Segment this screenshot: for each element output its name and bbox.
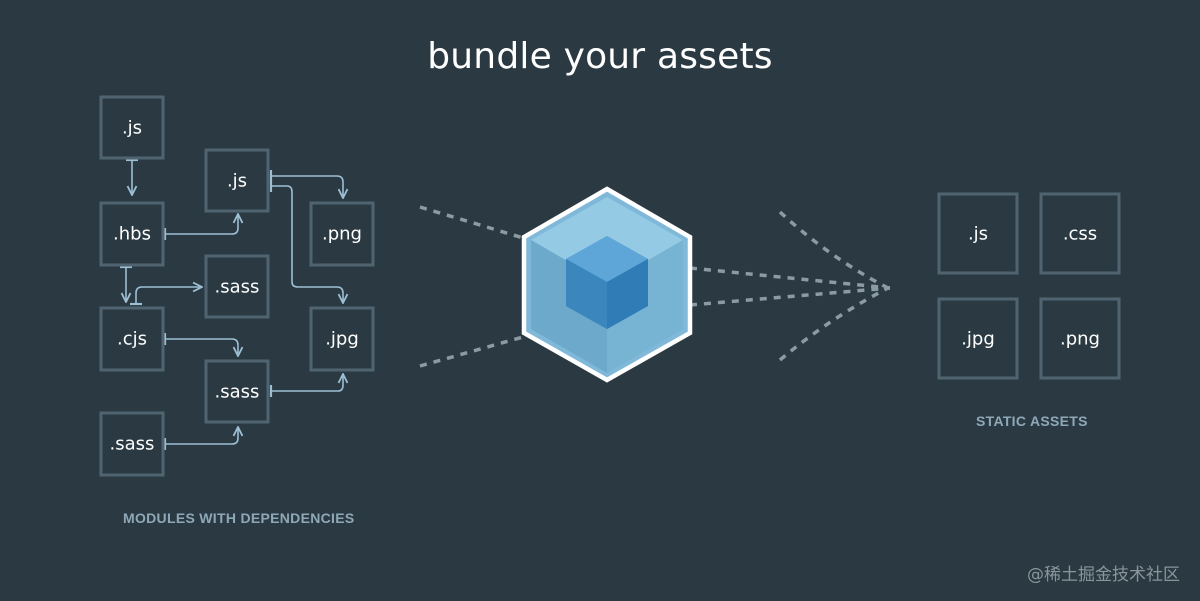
webpack-cube-icon <box>521 186 693 383</box>
module-label: .sass <box>215 277 260 298</box>
arrow-js-to-png <box>271 176 343 198</box>
module-box <box>99 95 165 160</box>
asset-labels: .js .css .jpg .png <box>961 224 1100 350</box>
arrow-cjs-to-sass-2 <box>165 339 238 356</box>
module-box <box>309 306 375 372</box>
module-label: .cjs <box>117 329 147 350</box>
flow-out-2 <box>689 286 891 307</box>
module-box <box>99 411 165 477</box>
asset-box <box>937 297 1019 380</box>
module-box <box>204 359 270 424</box>
flow-curve-top <box>778 210 889 290</box>
module-label: .sass <box>110 434 155 455</box>
module-label: .sass <box>215 382 260 403</box>
module-box <box>99 306 165 372</box>
arrow-sass-to-sass <box>165 427 238 444</box>
asset-label: .js <box>968 224 988 245</box>
module-box <box>309 201 375 267</box>
dependency-arrows <box>126 160 343 444</box>
arrow-sass-to-jpg <box>271 374 343 391</box>
asset-label: .css <box>1063 224 1097 245</box>
asset-box <box>1039 192 1121 275</box>
module-box <box>99 201 165 267</box>
module-label: .png <box>322 224 362 245</box>
flow-in-top <box>419 205 531 242</box>
module-label: .js <box>122 118 142 139</box>
arrow-cjs-to-sass <box>136 287 202 304</box>
module-label: .jpg <box>325 329 359 350</box>
arrow-hbs-to-js <box>165 214 238 234</box>
module-label: .js <box>227 171 247 192</box>
watermark: @稀土掘金技术社区 <box>1027 565 1180 585</box>
module-box <box>204 148 270 213</box>
asset-boxes <box>937 192 1121 380</box>
asset-label: .png <box>1060 329 1100 350</box>
page-title: bundle your assets <box>427 36 773 77</box>
module-label: .hbs <box>113 224 151 245</box>
asset-label: .jpg <box>961 329 995 350</box>
module-box <box>204 254 270 319</box>
modules-caption: MODULES WITH DEPENDENCIES <box>123 510 355 526</box>
module-labels: .js .js .hbs .png .sass .cjs .jpg .sass … <box>110 118 362 455</box>
asset-box <box>937 192 1019 275</box>
flow-out-1 <box>689 266 891 290</box>
static-assets-caption: STATIC ASSETS <box>976 413 1088 429</box>
flow-curve-bottom <box>778 286 889 362</box>
flow-lines <box>419 205 891 368</box>
arrow-js-to-jpg <box>271 186 343 303</box>
flow-in-bottom <box>419 333 531 368</box>
asset-box <box>1039 297 1121 380</box>
module-boxes <box>99 95 375 477</box>
